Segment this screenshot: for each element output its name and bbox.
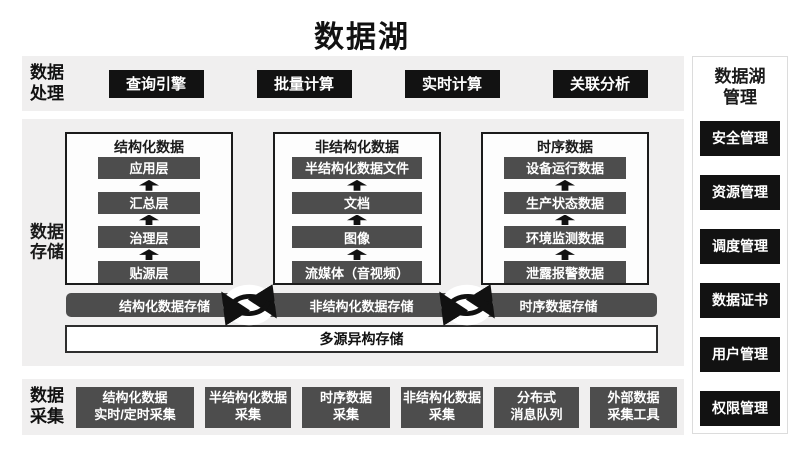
layer-box: 泄露报警数据 [504,261,626,283]
arrow-up-icon [347,179,367,191]
box-external-collection-tools: 外部数据 采集工具 [590,386,677,428]
management-title: 数据湖 管理 [715,66,766,109]
management-title-line2: 管理 [723,88,757,108]
storage-label-line1: 数据 [30,221,64,241]
layer-box: 治理层 [98,226,200,249]
multi-source-heterogeneous-storage-bar: 多源异构存储 [65,325,658,353]
box-line: 结构化数据 [102,390,168,406]
collection-boxes: 结构化数据 实时/定时采集 半结构化数据 采集 时序数据 采集 非结构化数据 采… [76,386,685,428]
box-line: 外部数据 [607,390,660,406]
arrow-up-icon [555,249,575,261]
box-line: 实时/定时采集 [94,407,176,422]
layer-box: 文档 [292,191,422,214]
storage-label-line2: 存储 [30,242,64,262]
box-line: 采集工具 [607,407,660,422]
box-security-management: 安全管理 [700,120,780,156]
box-unstructured-collection: 非结构化数据 采集 [401,386,483,428]
arrow-up-icon [555,214,575,226]
layer-box: 贴源层 [98,261,200,283]
box-correlation-analysis: 关联分析 [552,69,648,98]
box-semistructured-collection: 半结构化数据 采集 [205,386,291,428]
layer-box: 生产状态数据 [504,191,626,214]
layer-box: 应用层 [98,157,200,179]
processing-label: 数据 处理 [30,63,76,104]
sync-arrows-icon [221,284,277,326]
structured-storage-segment: 结构化数据存储 [118,298,210,314]
box-line: 分布式 [516,390,556,406]
box-distributed-message-queue: 分布式 消息队列 [494,386,579,428]
box-realtime-compute: 实时计算 [404,69,500,98]
column-timeseries-data: 时序数据 设备运行数据 生产状态数据 环境监测数据 泄露报警数据 [481,132,649,285]
arrow-up-icon [555,179,575,191]
storage-label: 数据 存储 [30,222,76,263]
arrow-up-icon [347,214,367,226]
box-scheduling-management: 调度管理 [700,228,780,264]
arrow-up-icon [347,249,367,261]
box-batch-compute: 批量计算 [256,69,352,98]
sync-arrows-icon [439,284,495,326]
column-header: 非结构化数据 [315,139,399,155]
collection-label-line2: 采集 [30,407,64,426]
storage-columns: 结构化数据 应用层 汇总层 治理层 贴源层 非结构化数据 半结构化数据文件 文档… [65,132,649,285]
box-line: 采集 [234,407,261,422]
storage-section: 数据 存储 结构化数据 应用层 汇总层 治理层 贴源层 非结构化数据 半结构化数… [22,119,684,366]
unstructured-storage-segment: 非结构化数据存储 [309,298,414,314]
column-structured-data: 结构化数据 应用层 汇总层 治理层 贴源层 [65,132,233,285]
box-line: 消息队列 [510,407,563,422]
collection-section: 数据 采集 结构化数据 实时/定时采集 半结构化数据 采集 时序数据 采集 非结… [22,379,684,435]
box-user-management: 用户管理 [700,336,780,372]
management-title-line1: 数据湖 [714,67,766,86]
layer-box: 设备运行数据 [504,157,626,179]
column-header: 结构化数据 [114,139,184,155]
timeseries-storage-segment: 时序数据存储 [519,298,598,314]
processing-label-line2: 处理 [30,83,64,103]
collection-label-line1: 数据 [30,386,64,406]
diagram-title: 数据湖 [314,21,410,54]
storage-layer-bar: 结构化数据存储 非结构化数据存储 时序数据存储 [66,293,657,317]
layer-box: 半结构化数据文件 [292,157,422,179]
processing-section: 数据 处理 查询引擎 批量计算 实时计算 关联分析 [22,56,684,111]
layer-box: 环境监测数据 [504,226,626,249]
arrow-up-icon [139,179,159,191]
layer-box: 汇总层 [98,191,200,214]
box-line: 时序数据 [319,390,372,406]
arrow-up-icon [139,214,159,226]
box-query-engine: 查询引擎 [108,69,204,98]
processing-label-line1: 数据 [30,62,64,82]
arrow-up-icon [139,249,159,261]
layer-box: 图像 [292,226,422,249]
box-permission-management: 权限管理 [700,390,780,426]
box-line: 非结构化数据 [402,390,481,406]
box-data-certificate: 数据证书 [700,282,780,318]
box-structured-collection: 结构化数据 实时/定时采集 [76,386,194,428]
box-line: 半结构化数据 [208,390,287,406]
box-line: 采集 [332,407,359,422]
column-header: 时序数据 [537,139,593,155]
box-resource-management: 资源管理 [700,174,780,210]
management-items: 安全管理 资源管理 调度管理 数据证书 用户管理 权限管理 [700,120,780,426]
box-timeseries-collection: 时序数据 采集 [302,386,390,428]
management-panel: 数据湖 管理 安全管理 资源管理 调度管理 数据证书 用户管理 权限管理 [692,56,788,434]
layer-box: 流媒体（音视频） [292,261,422,283]
processing-buttons: 查询引擎 批量计算 实时计算 关联分析 [76,69,684,98]
collection-label: 数据 采集 [30,386,76,427]
box-line: 采集 [428,407,455,422]
column-unstructured-data: 非结构化数据 半结构化数据文件 文档 图像 流媒体（音视频） [273,132,441,285]
